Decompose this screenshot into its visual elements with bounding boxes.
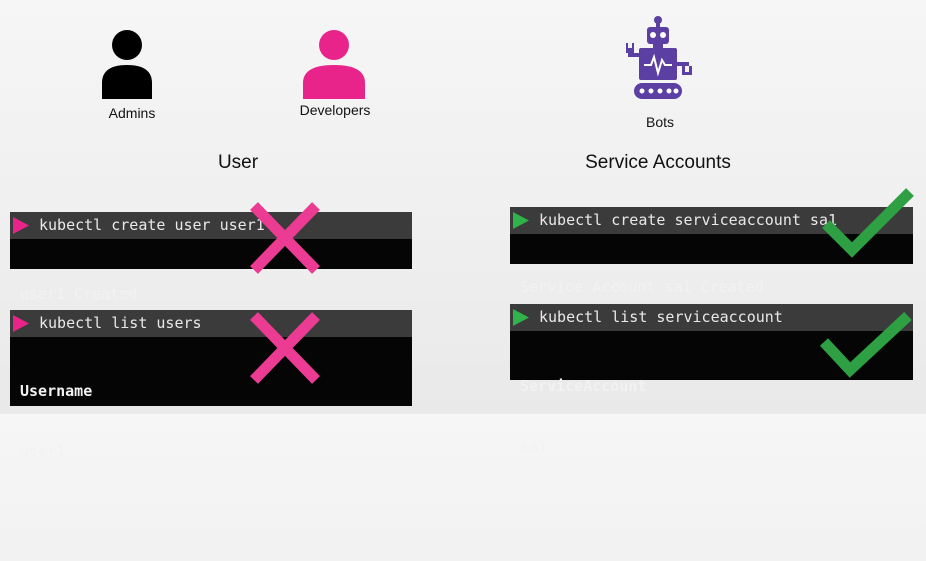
service-accounts-heading: Service Accounts <box>585 152 731 173</box>
command-line: kubectl list serviceaccount <box>510 304 913 331</box>
output-header: ServiceAccount <box>520 377 647 395</box>
command-text: kubectl list users <box>39 314 202 332</box>
check-icon <box>818 186 916 260</box>
cross-icon <box>246 310 324 386</box>
output-header: Username <box>20 382 93 400</box>
play-icon <box>513 212 529 229</box>
output-line: user2 <box>20 502 66 520</box>
play-icon <box>13 315 29 332</box>
cross-icon <box>246 200 324 276</box>
output-line: sa1 <box>520 437 548 455</box>
bots-label: Bots <box>645 114 674 130</box>
check-icon <box>816 312 914 380</box>
create-user-terminal: kubectl create user user1 user1 Created <box>10 212 412 303</box>
admin-user-icon <box>99 27 155 99</box>
command-text: kubectl list serviceaccount <box>539 308 783 326</box>
admins-label: Admins <box>108 105 156 121</box>
command-text: kubectl create serviceaccount sa1 <box>539 211 838 229</box>
command-line: kubectl list users <box>10 310 412 337</box>
command-output: Username user1 user2 <box>10 337 412 520</box>
developer-user-icon <box>300 27 368 99</box>
output-line: user1 <box>20 442 66 460</box>
play-icon <box>13 217 29 234</box>
developers-label: Developers <box>299 102 371 118</box>
command-output: user1 Created <box>10 239 412 303</box>
create-serviceaccount-terminal: kubectl create serviceaccount sa1 Servic… <box>510 207 913 296</box>
output-line: user1 Created <box>20 285 138 303</box>
user-heading: User <box>217 152 259 173</box>
command-text: kubectl create user user1 <box>39 216 265 234</box>
list-users-terminal: kubectl list users Username user1 user2 <box>10 310 412 520</box>
output-line: Service Account sa1 Created <box>520 278 764 296</box>
play-icon <box>513 309 529 326</box>
command-line: kubectl create user user1 <box>10 212 412 239</box>
command-line: kubectl create serviceaccount sa1 <box>510 207 913 234</box>
robot-icon <box>622 15 694 105</box>
